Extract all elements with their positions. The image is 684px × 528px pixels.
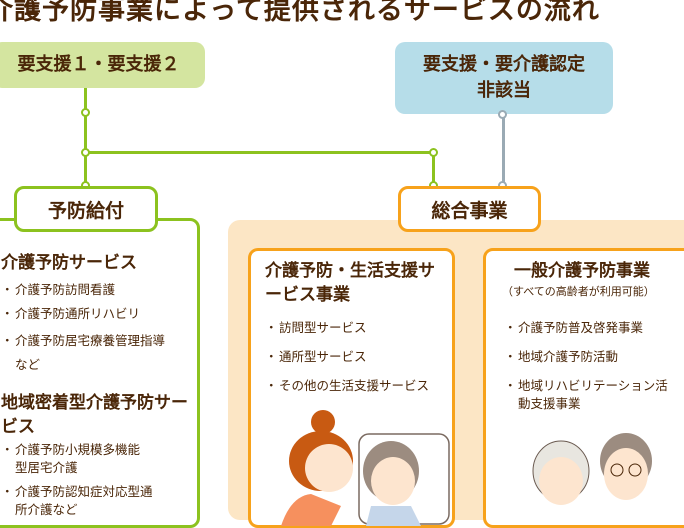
support-level-box: 要支援１・要支援２ [0,42,205,88]
yobo-kyufu-label: 予防給付 [14,186,158,232]
page-title: 介護予防事業によって提供されるサービスの流れ [0,0,600,26]
section-title: 介護予防サービス [1,253,137,273]
card-ippan-kaigo-yobo: 一般介護予防事業 （すべての高齢者が利用可能） 介護予防普及啓発事業 地域介護予… [483,248,684,528]
card-subtitle: （すべての高齢者が利用可能） [502,285,655,298]
list-item: 介護予防普及啓発事業 [504,319,684,337]
list-item: 介護予防小規模多機能型居宅介護 [1,441,141,477]
sogo-jigyo-label: 総合事業 [398,186,541,232]
yobo-kyufu-panel: 介護予防サービス 介護予防訪問看護 介護予防通所リハビリ 介護予防居宅療養管理指… [0,218,200,528]
section-title: 地域密着型介護予防サービス [1,393,188,437]
list-item: 訪問型サービス [265,319,438,337]
ineligible-box: 要支援・要介護認定非該当 [395,42,613,114]
list-item: 介護予防認知症対応型通所介護など [1,483,161,519]
list-item: 介護予防訪問看護 [1,281,196,299]
list-item: 地域リハビリテーション活動支援事業 [504,377,674,413]
ineligible-line2: 非該当 [477,80,531,101]
list-item: 地域介護予防活動 [504,348,684,366]
ineligible-line1: 要支援・要介護認定 [423,54,585,75]
caregiver-illustration [281,410,450,526]
list-item: その他の生活支援サービス [265,377,438,395]
card-title: 一般介護予防事業 [514,261,650,281]
card-title: 介護予防・生活支援サービス事業 [265,261,435,305]
list-item: 介護予防居宅療養管理指導など [1,329,171,377]
elderly-couple-illustration [532,433,652,505]
card-seikatsu-shien: 介護予防・生活支援サービス事業 訪問型サービス 通所型サービス その他の生活支援… [248,248,455,528]
list-item: 通所型サービス [265,348,438,366]
list-item: 介護予防通所リハビリ [1,305,196,323]
